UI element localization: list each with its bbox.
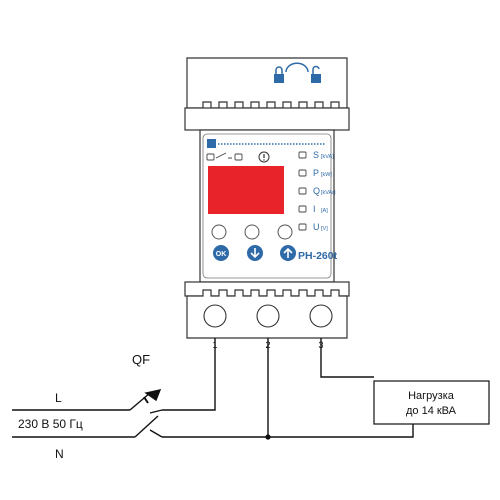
mode-letter-2: P bbox=[313, 168, 319, 178]
mode-unit-1: [kVA] bbox=[321, 154, 334, 160]
alarm-icon bbox=[258, 151, 270, 163]
wires bbox=[12, 338, 414, 438]
relay-device: S[kVA]P[kW]Q[kVAr]I[A]U[V] OK PH-260t 1 … bbox=[184, 57, 350, 350]
up-button[interactable] bbox=[280, 245, 296, 261]
round-key-1[interactable] bbox=[211, 224, 227, 240]
svg-text:OK: OK bbox=[216, 251, 227, 258]
rotate-arrow-icon bbox=[285, 62, 309, 73]
mode-unit-4: [A] bbox=[321, 208, 328, 214]
load-label-2: до 14 кВА bbox=[406, 405, 457, 417]
down-button[interactable] bbox=[247, 245, 263, 261]
arrow-down-icon bbox=[250, 248, 260, 259]
mode-labels: S[kVA] P[kW] Q[kVAr] I [A] U[V] bbox=[298, 150, 336, 232]
line-wire bbox=[162, 338, 216, 411]
relay-status-icon bbox=[206, 152, 243, 161]
ok-button[interactable]: OK bbox=[213, 245, 229, 261]
round-key-3[interactable] bbox=[277, 224, 293, 240]
terminal-2[interactable] bbox=[256, 304, 280, 328]
mode-unit-5: [V] bbox=[321, 226, 328, 232]
mode-led-4 bbox=[298, 205, 307, 213]
load-wire-top bbox=[320, 338, 374, 378]
unlock-icon bbox=[311, 65, 321, 83]
breaker-label: QF bbox=[132, 352, 150, 367]
mode-letter-5: U bbox=[313, 222, 320, 232]
junction-dot bbox=[265, 434, 271, 440]
arrow-up-icon bbox=[283, 247, 293, 258]
mode-led-5 bbox=[298, 223, 307, 231]
model-label: PH-260t bbox=[298, 250, 338, 262]
lock-icon bbox=[274, 66, 284, 83]
terminal-1[interactable] bbox=[203, 304, 227, 328]
mode-unit-2: [kW] bbox=[321, 172, 332, 178]
mode-led-1 bbox=[298, 151, 307, 159]
supply-label: 230 В 50 Гц bbox=[18, 417, 83, 431]
terminal-3[interactable] bbox=[309, 304, 333, 328]
neutral-label: N bbox=[55, 447, 64, 461]
mode-led-2 bbox=[298, 169, 307, 177]
circuit-breaker[interactable] bbox=[129, 389, 163, 438]
mode-led-3 bbox=[298, 187, 307, 195]
digital-display bbox=[208, 166, 284, 214]
mode-letter-4: I bbox=[313, 204, 316, 214]
top-cap bbox=[186, 57, 348, 109]
mode-unit-3: [kVAr] bbox=[321, 190, 336, 196]
round-key-2[interactable] bbox=[244, 224, 260, 240]
mode-letter-1: S bbox=[313, 150, 319, 160]
load-label-1: Нагрузка bbox=[408, 390, 455, 402]
logo-icon bbox=[207, 139, 216, 148]
line-label: L bbox=[55, 391, 62, 405]
body-shoulder bbox=[184, 107, 350, 131]
load-box bbox=[373, 380, 490, 425]
neutral-bus bbox=[162, 424, 414, 438]
mode-letter-3: Q bbox=[313, 186, 320, 196]
